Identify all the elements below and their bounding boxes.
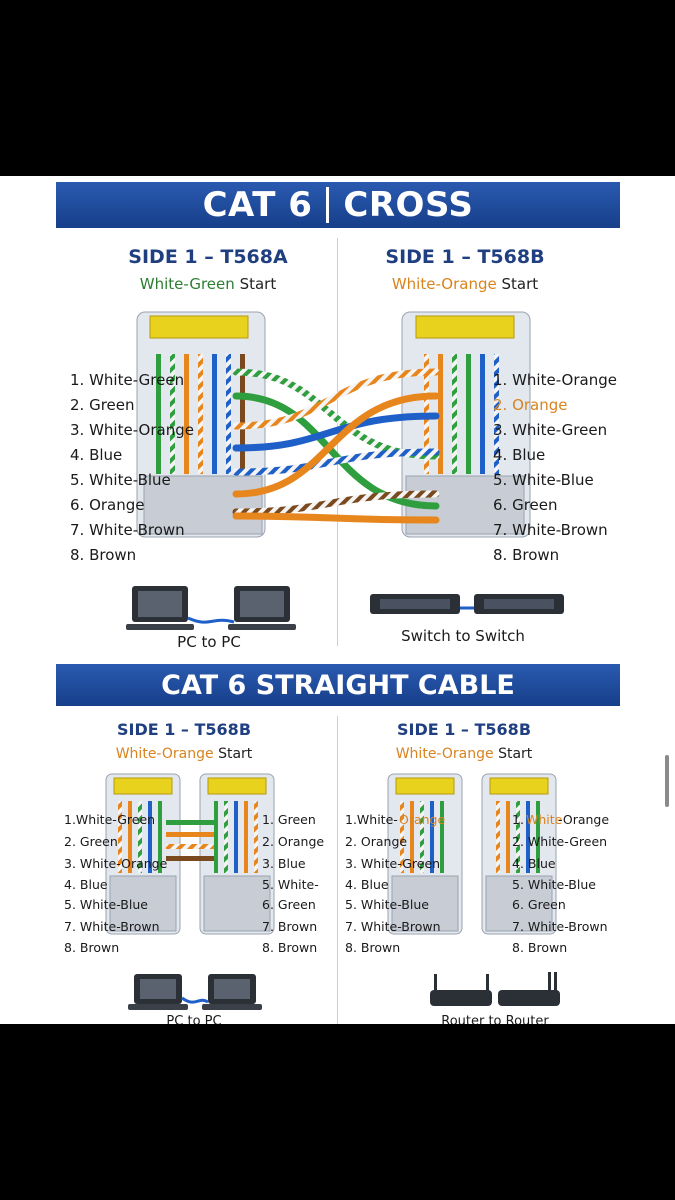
pin-color-word: White — [526, 812, 563, 827]
router-to-router-icon — [430, 972, 560, 1006]
switch-to-switch-icon — [370, 594, 564, 614]
start-color: White-Orange — [115, 746, 214, 762]
title-separator — [326, 187, 330, 223]
pin-label: 8. Brown — [512, 940, 568, 955]
start-word: Start — [218, 746, 253, 762]
cross-wiring-graphic — [105, 311, 564, 1010]
start-color: White-Orange — [391, 275, 497, 293]
pin-label: 7. White-Brown — [493, 521, 608, 539]
pin-label: 5. White-Blue — [512, 877, 596, 892]
cross-title-right: CROSS — [343, 185, 474, 225]
pin-label: 2. Orange — [493, 396, 568, 414]
cross-left-title: SIDE 1 – T568A — [128, 246, 288, 268]
pin-label: 5. White-Blue — [64, 897, 148, 912]
pin-label: 4. Blue — [70, 446, 123, 464]
pin-label: 7. Brown — [262, 919, 318, 934]
pin-label: 3. White-Green — [493, 421, 608, 439]
cross-right-caption: Switch to Switch — [401, 627, 525, 645]
pin-label: 4. Blue — [512, 856, 556, 871]
straight-connectors-right — [387, 773, 557, 935]
pin-label: 1. — [512, 812, 524, 827]
cross-banner: CAT 6 CROSS — [56, 182, 620, 228]
pin-label: 5. White- — [262, 877, 319, 892]
pin-label: 3. Blue — [262, 856, 306, 871]
pin-label: 2. Green — [64, 834, 118, 849]
straight-banner: CAT 6 STRAIGHT CABLE — [56, 664, 620, 706]
rj45-connector-left — [136, 311, 266, 538]
pin-label: 1. White-Green — [70, 371, 185, 389]
cross-right-title: SIDE 1 – T568B — [385, 246, 545, 268]
pin-label: 8. Brown — [345, 940, 401, 955]
straight-left-start: White-Orange Start — [34, 746, 334, 762]
pin-label: 2. White-Green — [512, 834, 608, 849]
pin-label: 3. White-Orange — [64, 856, 168, 871]
pin-label: 2. Orange — [262, 834, 325, 849]
pin-label: 7. White-Brown — [64, 919, 160, 934]
pin-label: 7. White-Brown — [512, 919, 608, 934]
pin-label: 5. White-Blue — [345, 897, 429, 912]
pin-label: 4. Blue — [493, 446, 546, 464]
pin-label: 8. Brown — [493, 546, 560, 564]
scrollbar-thumb[interactable] — [665, 755, 669, 807]
straight-right-title: SIDE 1 – T568B — [396, 720, 532, 739]
straight-connectors-left — [105, 773, 275, 935]
pin-label: 1. Green — [262, 812, 316, 827]
pin-label: 8. Brown — [262, 940, 318, 955]
start-word: Start — [501, 275, 539, 293]
pc-to-pc-icon — [126, 586, 296, 630]
pin-label: 4. Blue — [64, 877, 108, 892]
pin-label: 6. Green — [512, 897, 566, 912]
cross-title-left: CAT 6 — [202, 185, 313, 225]
pin-label: 8. Brown — [70, 546, 137, 564]
diagram-card: CAT 6 CROSS SIDE 1 – T568A White-Green S… — [0, 176, 675, 1024]
pin-label: 6. Orange — [70, 496, 145, 514]
start-color: White-Orange — [395, 746, 494, 762]
cross-left-caption: PC to PC — [177, 633, 241, 651]
pin-label: 4. Blue — [345, 877, 389, 892]
pin-label: 3. White-Green — [345, 856, 441, 871]
pin-label: 7. White-Brown — [70, 521, 185, 539]
straight-divider — [337, 716, 338, 1024]
pin-color-rest: -Orange — [558, 812, 610, 827]
straight-left-title: SIDE 1 – T568B — [116, 720, 252, 739]
start-word: Start — [498, 746, 533, 762]
pin-label: 8. Brown — [64, 940, 120, 955]
straight-left-caption: PC to PC — [166, 1014, 222, 1024]
pin-color-word: Orange — [399, 812, 446, 827]
pin-label: 2. Orange — [345, 834, 408, 849]
pin-label: 1. White-Orange — [493, 371, 617, 389]
pc-to-pc-icon-bottom — [128, 974, 262, 1010]
straight-right-start: White-Orange Start — [314, 746, 614, 762]
pin-label: 1.White- — [345, 812, 398, 827]
pin-label: 2. Green — [70, 396, 135, 414]
cross-left-start: White-Green Start — [58, 275, 358, 293]
pin-label: 6. Green — [493, 496, 558, 514]
pin-label: 1.White-Green — [64, 812, 156, 827]
cross-right-start: White-Orange Start — [315, 275, 615, 293]
straight-right-caption: Router to Router — [441, 1014, 549, 1024]
start-color: White-Green — [139, 275, 235, 293]
pin-label: 7. White-Brown — [345, 919, 441, 934]
pin-label: 3. White-Orange — [70, 421, 194, 439]
start-word: Start — [239, 275, 277, 293]
crossing-wires — [232, 368, 440, 524]
pin-label: 5. White-Blue — [493, 471, 594, 489]
pin-label: 5. White-Blue — [70, 471, 171, 489]
pin-label: 6. Green — [262, 897, 316, 912]
